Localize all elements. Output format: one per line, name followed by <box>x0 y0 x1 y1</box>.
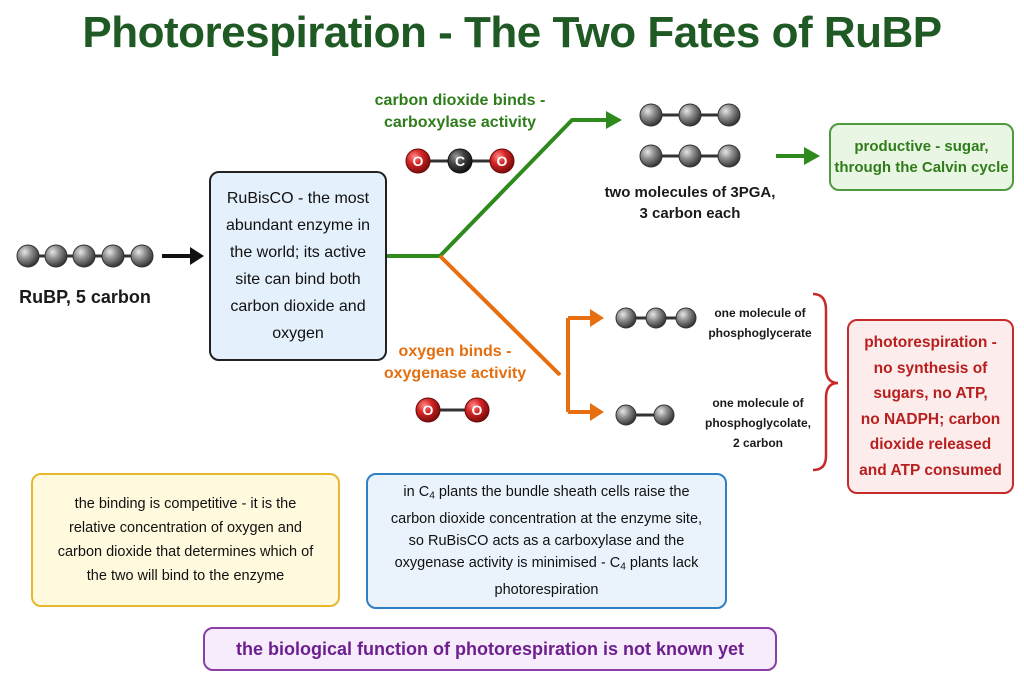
co2-atom-2: C <box>455 153 465 169</box>
function-note-box: the biological function of photorespirat… <box>203 627 777 671</box>
carboxylase-branch-arrow <box>386 111 622 258</box>
arrow-to-rubisco <box>162 247 204 265</box>
3pga-label-line1: two molecules of 3PGA, <box>604 184 776 201</box>
competitive-binding-box: the binding is competitive - it is the r… <box>31 473 340 607</box>
oxygenase-label: oxygen binds - oxygenase activity <box>370 341 540 385</box>
phosphoglycolate-line2: phosphoglycolate, <box>704 416 811 430</box>
co2-atom-1: O <box>413 153 424 169</box>
productive-line2: through the Calvin cycle <box>834 159 1009 176</box>
oxygenase-label-line2: oxygenase activity <box>383 365 527 382</box>
rubisco-box: RuBisCO - the most abundant enzyme in th… <box>209 171 387 361</box>
phosphoglycolate-line1: one molecule of <box>712 396 804 410</box>
red-brace <box>812 292 839 472</box>
3pga-label: two molecules of 3PGA, 3 carbon each <box>590 182 790 224</box>
rubisco-text: RuBisCO - the most abundant enzyme in th… <box>225 190 371 342</box>
photoresp-line-6: and ATP consumed <box>859 461 1002 479</box>
rubp-label: RuBP, 5 carbon <box>19 287 151 307</box>
c4-text: in C4 plants the bundle sheath cells rai… <box>390 484 703 598</box>
3pga-label-line2: 3 carbon each <box>639 205 741 222</box>
photoresp-line-1: photorespiration - <box>864 334 997 351</box>
phosphoglycolate-molecule <box>615 404 675 426</box>
phosphoglycerate-label: one molecule of phosphoglycerate <box>700 303 820 343</box>
o2-atom-2: O <box>472 402 483 418</box>
carboxylase-label-line2: carboxylase activity <box>383 114 537 131</box>
photorespiration-box: photorespiration - no synthesis of sugar… <box>847 319 1014 494</box>
productive-line1: productive - sugar, <box>854 138 989 155</box>
page-title: Photorespiration - The Two Fates of RuBP <box>82 8 942 57</box>
phosphoglycolate-label: one molecule of phosphoglycolate, 2 carb… <box>696 393 820 453</box>
phosphoglycerate-line2: phosphoglycerate <box>708 326 812 340</box>
co2-atom-3: O <box>497 153 508 169</box>
photoresp-line-2: no synthesis of <box>873 359 988 377</box>
phosphoglycerate-molecule <box>615 307 697 329</box>
productive-box: productive - sugar, through the Calvin c… <box>829 123 1014 191</box>
photoresp-line-4: no NADPH; carbon <box>860 410 1001 428</box>
carboxylase-label-line1: carbon dioxide binds - <box>374 92 546 109</box>
c4-plants-box: in C4 plants the bundle sheath cells rai… <box>366 473 727 609</box>
oxygenase-label-line1: oxygen binds - <box>398 343 512 360</box>
o2-molecule: O O <box>415 397 490 423</box>
phosphoglycolate-line3: 2 carbon <box>732 436 783 450</box>
competitive-text: the binding is competitive - it is the r… <box>57 496 314 584</box>
phosphoglycerate-line1: one molecule of <box>714 306 806 320</box>
3pga-molecules <box>639 103 741 168</box>
arrow-to-productive <box>776 147 820 165</box>
oxygenase-branch-arrow <box>438 254 604 421</box>
carboxylase-label: carbon dioxide binds - carboxylase activ… <box>360 90 560 134</box>
photoresp-line-5: dioxide released <box>869 436 992 453</box>
rubp-molecule <box>16 244 154 268</box>
o2-atom-1: O <box>423 402 434 418</box>
co2-molecule: O C O <box>405 148 515 174</box>
photoresp-line-3: sugars, no ATP, <box>873 385 988 402</box>
function-text: the biological function of photorespirat… <box>236 638 744 659</box>
